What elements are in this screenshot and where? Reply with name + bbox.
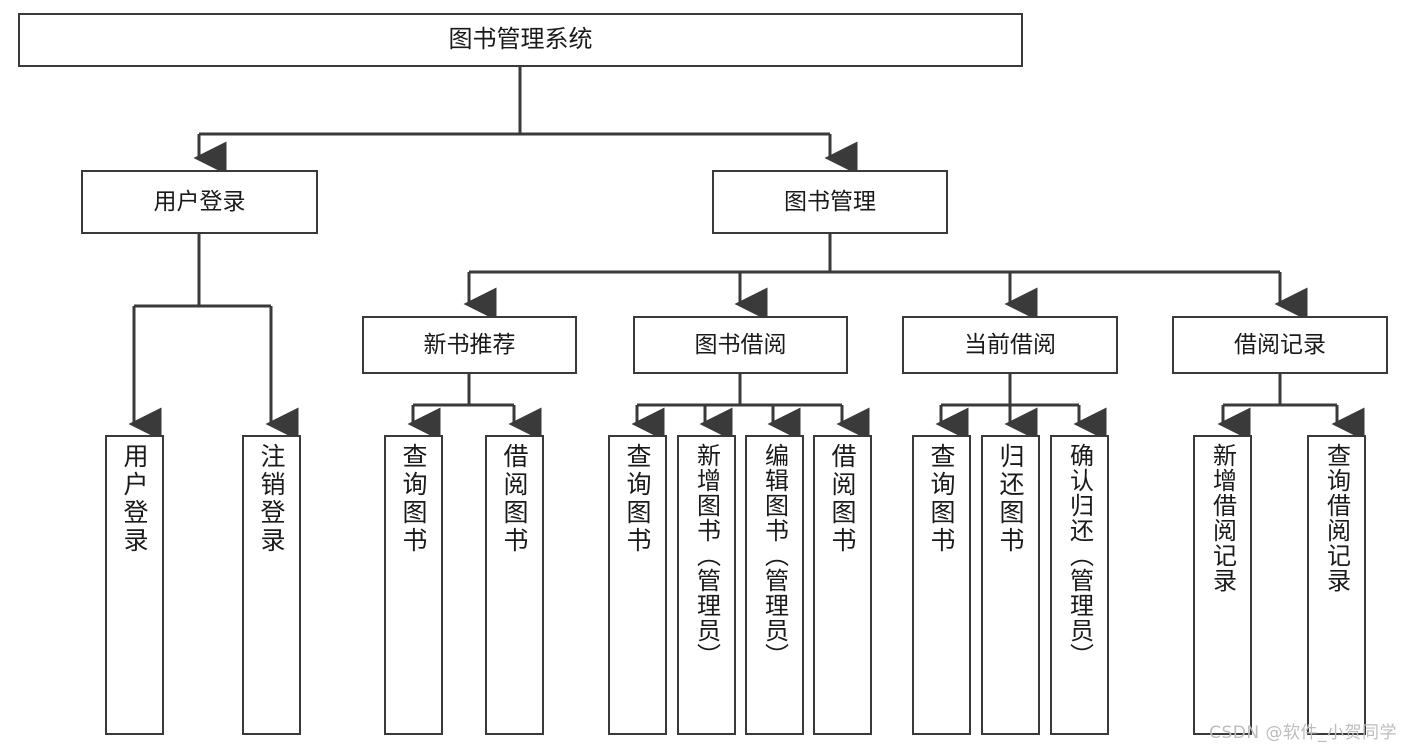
node-label: 借阅记录: [1234, 331, 1326, 358]
node-label: 新增借阅记录: [1208, 443, 1237, 593]
leaf-book-borrow-add[interactable]: 新增图书（管理员）: [677, 435, 736, 735]
node-label: 图书管理: [784, 188, 876, 215]
node-book-management[interactable]: 图书管理: [712, 170, 948, 234]
node-label: 新增图书（管理员）: [692, 443, 721, 668]
csdn-watermark: CSDN @软件_小贺同学: [1209, 723, 1397, 743]
leaf-book-borrow-borrow[interactable]: 借阅图书: [813, 435, 872, 735]
leaf-new-book-borrow[interactable]: 借阅图书: [485, 435, 544, 735]
node-label: 编辑图书（管理员）: [760, 443, 789, 668]
node-label: 图书借阅: [694, 331, 787, 358]
node-label: 图书管理系统: [448, 25, 593, 54]
node-new-book-recommend[interactable]: 新书推荐: [362, 316, 577, 374]
leaf-borrow-record-add[interactable]: 新增借阅记录: [1193, 435, 1252, 735]
node-label: 用户登录: [120, 443, 149, 555]
node-label: 查询图书: [623, 443, 652, 555]
node-label: 注销登录: [257, 443, 286, 555]
leaf-current-borrow-return[interactable]: 归还图书: [981, 435, 1040, 735]
node-label: 新书推荐: [423, 331, 516, 358]
leaf-borrow-record-query[interactable]: 查询借阅记录: [1307, 435, 1366, 735]
node-label: 查询图书: [399, 443, 428, 555]
leaf-user-login-login[interactable]: 用户登录: [105, 435, 164, 735]
node-label: 用户登录: [153, 188, 246, 215]
node-label: 查询借阅记录: [1322, 443, 1351, 593]
node-label: 借阅图书: [500, 443, 529, 555]
leaf-book-borrow-edit[interactable]: 编辑图书（管理员）: [745, 435, 804, 735]
node-book-borrow[interactable]: 图书借阅: [633, 316, 848, 374]
leaf-user-login-logout[interactable]: 注销登录: [242, 435, 301, 735]
node-label: 当前借阅: [964, 331, 1056, 358]
node-label: 查询图书: [927, 443, 956, 555]
leaf-current-borrow-confirm-return[interactable]: 确认归还（管理员）: [1050, 435, 1109, 735]
leaf-book-borrow-query[interactable]: 查询图书: [608, 435, 667, 735]
node-current-borrow[interactable]: 当前借阅: [902, 316, 1118, 374]
node-label: 归还图书: [996, 443, 1025, 555]
node-root-system[interactable]: 图书管理系统: [18, 13, 1023, 67]
leaf-new-book-query[interactable]: 查询图书: [384, 435, 443, 735]
leaf-current-borrow-query[interactable]: 查询图书: [912, 435, 971, 735]
node-label: 借阅图书: [828, 443, 857, 555]
node-borrow-record[interactable]: 借阅记录: [1172, 316, 1388, 374]
node-user-login[interactable]: 用户登录: [81, 170, 318, 234]
node-label: 确认归还（管理员）: [1065, 443, 1094, 668]
